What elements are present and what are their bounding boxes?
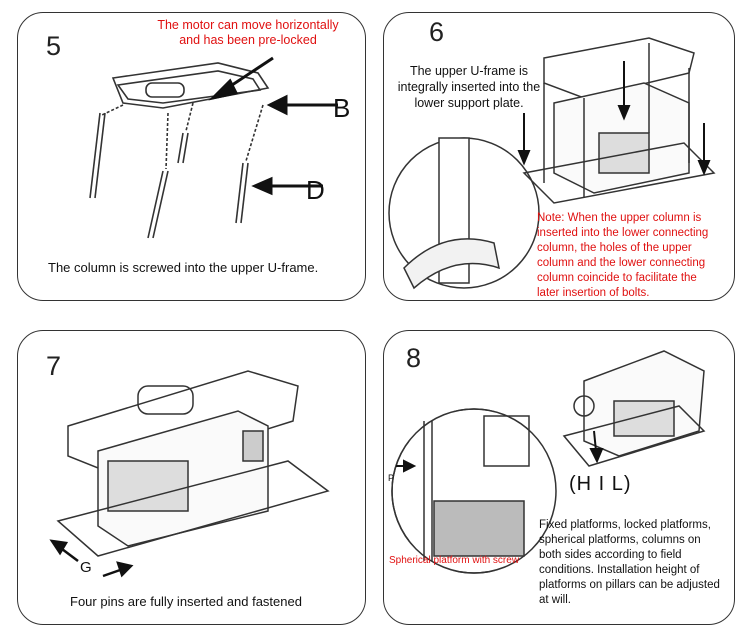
step-number: 7 bbox=[46, 351, 62, 381]
step-7-panel: 7 G Four pins are fully inserted and fas… bbox=[17, 330, 366, 625]
spherical-platform-label: Spherical platform with screw bbox=[389, 555, 520, 566]
support-plate-illustration bbox=[388, 37, 716, 290]
step-5-caption: The column is screwed into the upper U-f… bbox=[48, 260, 319, 275]
label-p: P bbox=[388, 473, 395, 483]
step-8-panel: 8 (H I L) P Spherical platform with scre… bbox=[383, 330, 735, 625]
step-number: 8 bbox=[406, 343, 422, 373]
platform-illustration bbox=[391, 350, 706, 574]
u-frame-illustration bbox=[89, 56, 338, 239]
step-8-caption: Fixed platforms, locked platforms, spher… bbox=[539, 519, 720, 606]
step-number: 5 bbox=[46, 31, 62, 61]
label-b: B bbox=[333, 93, 351, 123]
pin-illustration bbox=[49, 370, 330, 578]
motor-note: The motor can move horizontally and has … bbox=[157, 18, 339, 47]
label-hil: (H I L) bbox=[569, 473, 632, 495]
step-7-caption: Four pins are fully inserted and fastene… bbox=[70, 594, 302, 609]
column-note: Note: When the upper column is inserted … bbox=[537, 212, 709, 299]
label-d: D bbox=[306, 175, 325, 205]
step-6-top-caption: The upper U-frame is integrally inserted… bbox=[397, 64, 541, 110]
label-g: G bbox=[80, 559, 92, 576]
step-6-panel: 6 The upper U-frame is integrally insert… bbox=[383, 12, 735, 301]
step-5-panel: 5 The motor can move horizontally and ha… bbox=[17, 12, 366, 301]
step-number: 6 bbox=[429, 17, 445, 47]
